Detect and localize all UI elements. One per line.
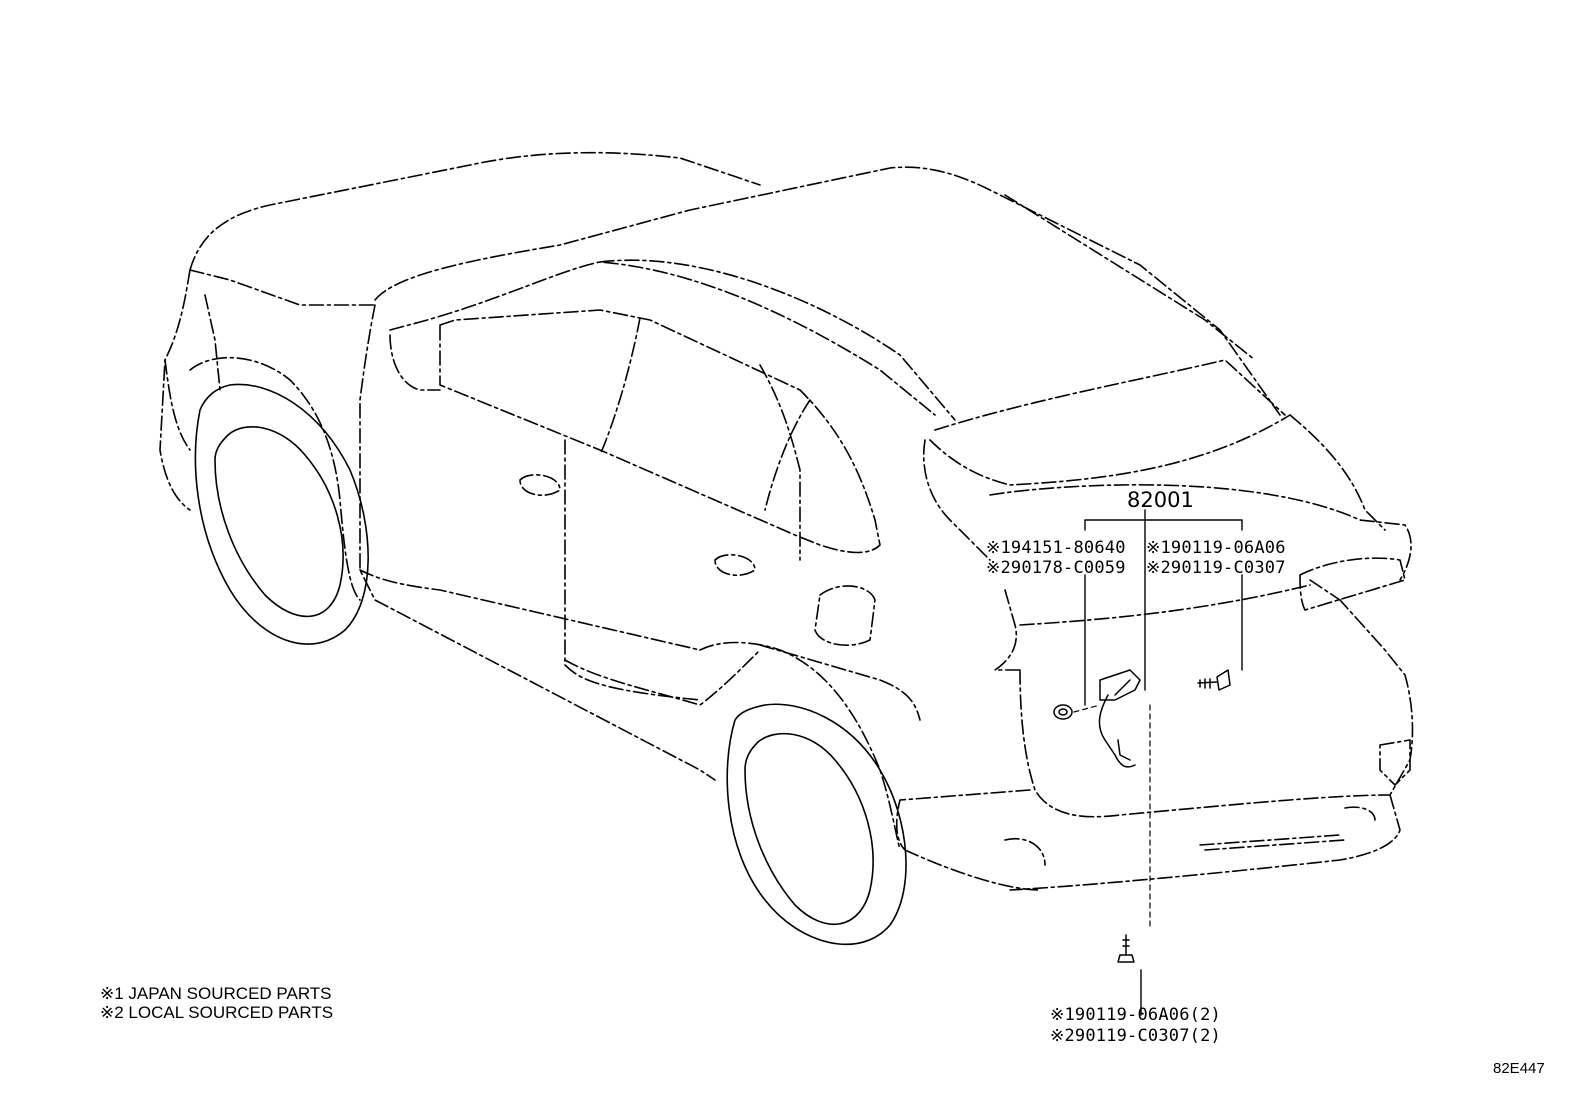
legend-japan-sourced: ※1 JAPAN SOURCED PARTS (100, 984, 332, 1003)
bottom-bolt-icon (1117, 934, 1135, 963)
main-part-number: 82001 (1127, 488, 1194, 512)
front-wheel (194, 383, 369, 645)
rear-wheel (726, 703, 907, 946)
clip-left-icon (1053, 704, 1073, 720)
callout-left-line2: ※290178-C0059 (986, 558, 1126, 578)
callout-bottom-line1: ※190119-06A06(2) (1050, 1005, 1221, 1025)
diagram-code: 82E447 (1493, 1060, 1545, 1077)
license-lamp-harness (1098, 669, 1141, 768)
callout-right-line1: ※190119-06A06 (1146, 538, 1286, 558)
callout-right-line2: ※290119-C0307 (1146, 558, 1286, 578)
callout-bottom-line2: ※290119-C0307(2) (1050, 1026, 1221, 1046)
leader-lines (1084, 509, 1243, 1016)
dashed-guides (1073, 704, 1151, 931)
car-outline (159, 151, 1414, 891)
legend-local-sourced: ※2 LOCAL SOURCED PARTS (100, 1003, 334, 1022)
screw-right-icon (1197, 669, 1231, 691)
callout-left-line1: ※194151-80640 (986, 538, 1126, 558)
